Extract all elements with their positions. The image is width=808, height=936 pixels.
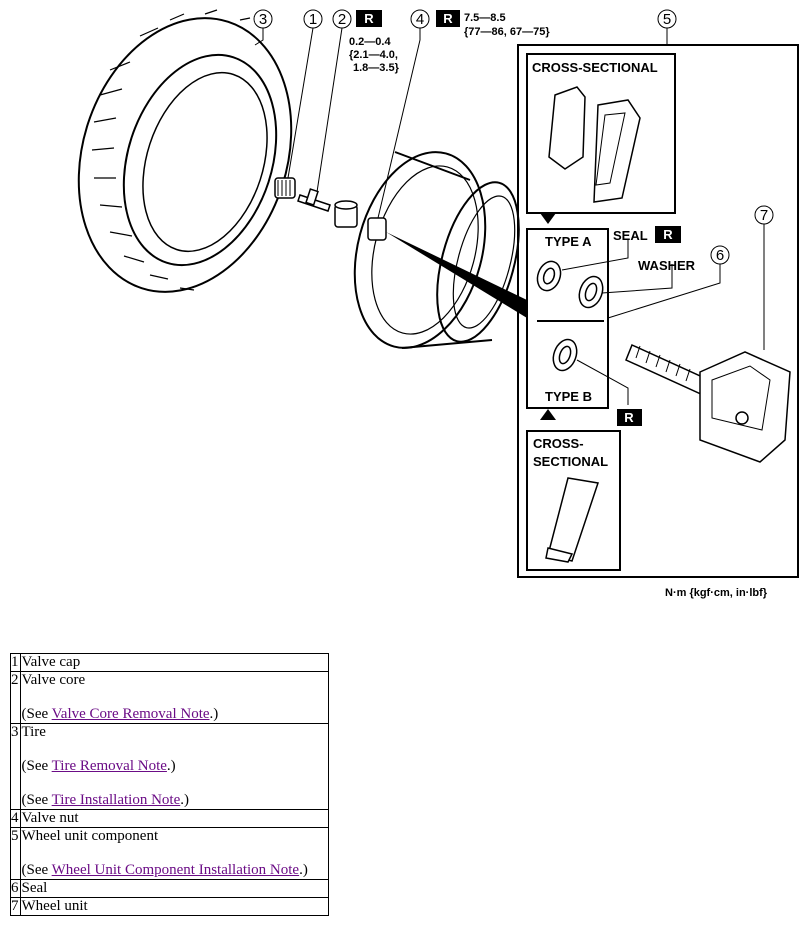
part-description: Valve core (See Valve Core Removal Note.… [19, 671, 329, 724]
svg-text:R: R [624, 410, 634, 425]
wheel-unit-illustration [625, 343, 791, 463]
part-number: 2 [10, 671, 21, 724]
svg-text:4: 4 [416, 11, 424, 28]
r-mark-valve-core: R [356, 10, 382, 27]
valve-core-removal-note-link[interactable]: Valve Core Removal Note [51, 706, 210, 722]
svg-text:3: 3 [259, 11, 267, 28]
part-description: Wheel unit [19, 897, 329, 916]
callout-6: 6 [710, 245, 730, 265]
part-number: 1 [10, 653, 21, 672]
part-number: 3 [10, 723, 21, 810]
wheel-unit-component-installation-note-link[interactable]: Wheel Unit Component Installation Note [51, 862, 300, 878]
table-row: 1 Valve cap [10, 653, 329, 672]
washer-label: WASHER [638, 258, 696, 273]
exploded-view-diagram: 3 1 2 4 5 6 7 R R R R 0.2—0.4 {2.1—4.0, … [77, 9, 799, 599]
svg-text:CROSS-SECTIONAL: CROSS-SECTIONAL [532, 60, 658, 75]
svg-text:5: 5 [663, 11, 671, 28]
svg-text:TYPE A: TYPE A [545, 234, 592, 249]
wheel-rim-illustration [353, 151, 520, 349]
svg-text:R: R [364, 11, 374, 26]
tire-installation-note-link[interactable]: Tire Installation Note [51, 792, 181, 808]
valve-core-illustration [297, 188, 331, 212]
part-number: 4 [10, 809, 21, 828]
callout-5: 5 [657, 9, 677, 29]
svg-text:SECTIONAL: SECTIONAL [533, 454, 608, 469]
part-description: Valve nut [19, 809, 329, 828]
r-mark-valve-nut: R [436, 10, 460, 27]
torque-spec-valve-nut: 7.5—8.5 {77—86, 67—75} [464, 12, 550, 38]
svg-text:2: 2 [338, 11, 346, 28]
svg-text:7: 7 [760, 207, 768, 224]
callout-3: 3 [253, 9, 273, 29]
table-row: 4 Valve nut [10, 809, 329, 828]
callout-1: 1 [303, 9, 323, 29]
part-description: Wheel unit component (See Wheel Unit Com… [19, 827, 329, 880]
r-mark-seal: R [655, 226, 681, 243]
svg-text:6: 6 [716, 247, 724, 264]
callout-4: 4 [410, 9, 430, 29]
callout-7: 7 [754, 205, 774, 225]
panel-pointer-bottom [540, 409, 556, 420]
table-row: 5 Wheel unit component (See Wheel Unit C… [10, 827, 329, 880]
part-description: Valve cap [19, 653, 329, 672]
panel-pointer-top [540, 213, 556, 224]
cross-sectional-panel-bottom: CROSS- SECTIONAL [526, 430, 621, 571]
svg-text:R: R [443, 11, 453, 26]
table-row: 6 Seal [10, 879, 329, 898]
valve-nut-illustration [334, 200, 358, 228]
torque-spec-valve-core: 0.2—0.4 {2.1—4.0, 1.8—3.5} [349, 36, 400, 74]
tire-illustration [77, 9, 293, 293]
wheel-unit-component-frame [517, 44, 799, 578]
part-description: Tire (See Tire Removal Note.) (See Tire … [19, 723, 329, 810]
callout-2: 2 [332, 9, 352, 29]
svg-text:1.8—3.5}: 1.8—3.5} [353, 62, 400, 74]
seal-label: SEAL [613, 228, 648, 243]
part-description: Seal [19, 879, 329, 898]
svg-text:{77—86, 67—75}: {77—86, 67—75} [464, 26, 550, 38]
svg-text:7.5—8.5: 7.5—8.5 [464, 12, 506, 24]
part-number: 6 [10, 879, 21, 898]
svg-text:0.2—0.4: 0.2—0.4 [349, 36, 391, 48]
valve-cap-illustration [274, 177, 296, 199]
parts-table: 1 Valve cap 2 Valve core (See Valve Core… [10, 653, 329, 916]
r-mark-type-b: R [617, 409, 642, 426]
cross-sectional-panel-top: CROSS-SECTIONAL [526, 53, 676, 214]
svg-text:CROSS-: CROSS- [533, 436, 584, 451]
tire-removal-note-link[interactable]: Tire Removal Note [51, 758, 167, 774]
torque-units: N·m {kgf·cm, in·lbf} [665, 587, 768, 599]
table-row: 7 Wheel unit [10, 897, 329, 916]
part-number: 5 [10, 827, 21, 880]
svg-text:1: 1 [309, 11, 317, 28]
part-number: 7 [10, 897, 21, 916]
table-row: 2 Valve core (See Valve Core Removal Not… [10, 671, 329, 724]
svg-text:{2.1—4.0,: {2.1—4.0, [349, 49, 398, 61]
svg-text:R: R [663, 227, 673, 242]
detail-pointer [386, 232, 527, 318]
type-panel: TYPE A TYPE B [526, 228, 609, 409]
table-row: 3 Tire (See Tire Removal Note.) (See Tir… [10, 723, 329, 810]
svg-text:TYPE B: TYPE B [545, 389, 592, 404]
leader-lines [254, 27, 765, 405]
